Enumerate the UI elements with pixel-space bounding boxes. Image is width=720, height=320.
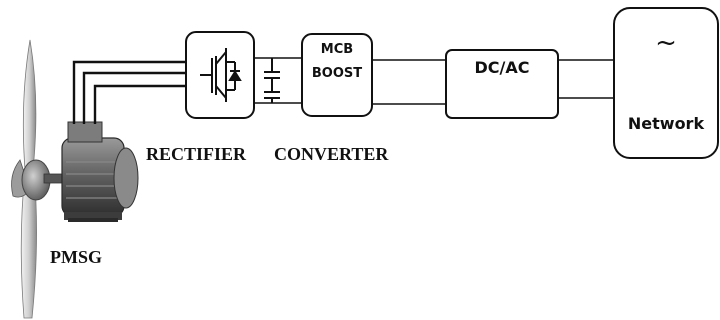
network-label: Network — [627, 114, 705, 133]
ac-wave-symbol: ~ — [655, 28, 677, 58]
boost-label-line2: BOOST — [311, 66, 363, 81]
generator-label: PMSG — [50, 247, 102, 267]
converter-label: CONVERTER — [274, 144, 389, 164]
rectifier-label: RECTIFIER — [146, 144, 247, 164]
three-phase-wires — [72, 60, 188, 124]
inverter-box — [445, 49, 559, 119]
igbt-transistor-icon — [200, 48, 242, 102]
dc-link-wires — [254, 57, 302, 104]
network-box — [613, 7, 719, 159]
boost-converter-box — [301, 33, 373, 117]
rectifier-box — [185, 31, 255, 119]
boost-label-line1: MCB — [320, 42, 354, 57]
inverter-label: DC/AC — [474, 58, 530, 77]
wind-turbine-blades-icon — [11, 39, 51, 319]
ac-output-wires — [558, 59, 614, 99]
electric-motor-generator-icon — [43, 121, 139, 222]
capacitor-icon — [264, 58, 280, 103]
dc-bus-wires — [372, 59, 446, 105]
